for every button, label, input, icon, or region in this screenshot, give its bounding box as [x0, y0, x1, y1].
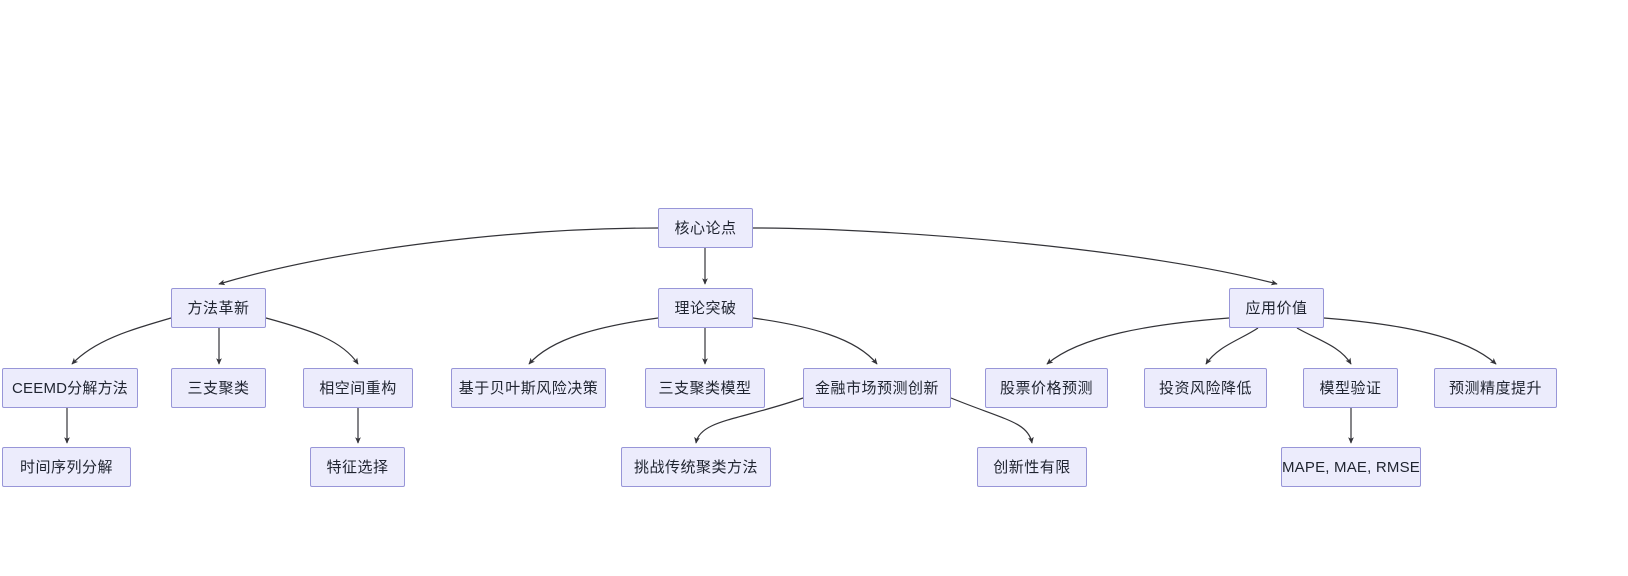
node-c4[interactable]: 基于贝叶斯风险决策 — [451, 368, 606, 408]
node-label: 相空间重构 — [319, 379, 397, 397]
node-label: 应用价值 — [1245, 299, 1308, 317]
node-c7[interactable]: 股票价格预测 — [985, 368, 1108, 408]
node-label: 三支聚类 — [187, 379, 250, 397]
node-c8[interactable]: 投资风险降低 — [1144, 368, 1267, 408]
edge-m3-to-c7 — [1046, 317, 1230, 365]
node-root[interactable]: 核心论点 — [658, 208, 753, 248]
node-label: 挑战传统聚类方法 — [633, 458, 758, 476]
node-d3[interactable]: 挑战传统聚类方法 — [621, 447, 771, 487]
node-label: CEEMD分解方法 — [12, 379, 128, 397]
node-c5[interactable]: 三支聚类模型 — [645, 368, 765, 408]
edge-m2-to-c6 — [752, 317, 878, 365]
node-m3[interactable]: 应用价值 — [1229, 288, 1324, 328]
node-label: 三支聚类模型 — [658, 379, 752, 397]
node-label: 时间序列分解 — [19, 458, 113, 476]
node-label: 预测精度提升 — [1448, 379, 1542, 397]
node-c2[interactable]: 三支聚类 — [171, 368, 266, 408]
node-label: 基于贝叶斯风险决策 — [458, 379, 599, 397]
node-label: 核心论点 — [674, 219, 737, 237]
node-label: 理论突破 — [674, 299, 737, 317]
node-label: 模型验证 — [1319, 379, 1382, 397]
node-label: 投资风险降低 — [1158, 379, 1252, 397]
node-c10[interactable]: 预测精度提升 — [1434, 368, 1557, 408]
node-m1[interactable]: 方法革新 — [171, 288, 266, 328]
edge-m3-to-c8 — [1205, 327, 1259, 365]
node-d4[interactable]: 创新性有限 — [977, 447, 1087, 487]
edge-m2-to-c4 — [528, 317, 659, 365]
edge-root-to-m3 — [752, 227, 1278, 286]
edge-m3-to-c10 — [1323, 317, 1497, 365]
node-label: MAPE, MAE, RMSE — [1281, 458, 1421, 476]
node-m2[interactable]: 理论突破 — [658, 288, 753, 328]
edge-m3-to-c9 — [1296, 327, 1352, 365]
edge-m1-to-c3 — [265, 317, 359, 365]
node-c6[interactable]: 金融市场预测创新 — [803, 368, 951, 408]
node-label: 创新性有限 — [993, 458, 1071, 476]
node-label: 方法革新 — [187, 299, 250, 317]
node-c9[interactable]: 模型验证 — [1303, 368, 1398, 408]
node-c3[interactable]: 相空间重构 — [303, 368, 413, 408]
node-label: 特征选择 — [326, 458, 389, 476]
node-d1[interactable]: 时间序列分解 — [2, 447, 131, 487]
edge-m1-to-c1 — [71, 317, 172, 365]
edge-root-to-m1 — [218, 227, 659, 286]
node-d5[interactable]: MAPE, MAE, RMSE — [1281, 447, 1421, 487]
node-label: 股票价格预测 — [999, 379, 1093, 397]
node-d2[interactable]: 特征选择 — [310, 447, 405, 487]
node-c1[interactable]: CEEMD分解方法 — [2, 368, 138, 408]
node-label: 金融市场预测创新 — [814, 379, 939, 397]
